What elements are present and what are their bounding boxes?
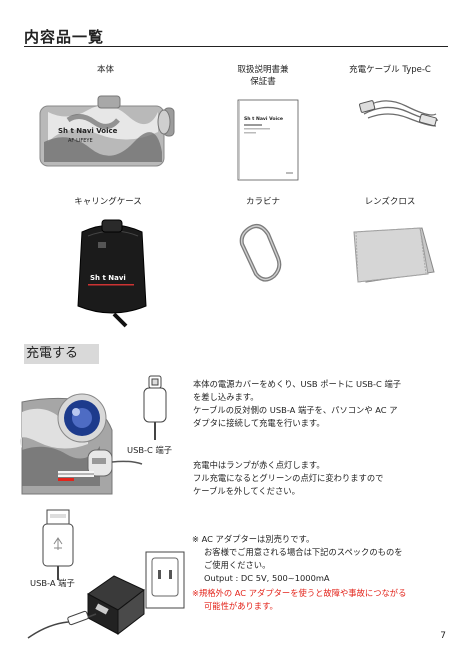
usb-cable-image [359, 100, 439, 127]
lamp-text-line: ケーブルを外してください。 [193, 486, 300, 496]
caption-cloth: レンズクロス [364, 197, 416, 207]
caption-unit: 本体 [96, 65, 114, 75]
section-heading-charging: 充電する [24, 344, 99, 364]
lamp-text-line: フル充電になるとグリーンの点灯に変わりますので [193, 473, 384, 483]
charging-text-line: ダプタに接続して充電を行います。 [193, 418, 325, 428]
charging-device-illustration [20, 393, 143, 495]
usb-c-connector-image [143, 375, 167, 440]
ac-adapter-illustration [27, 551, 185, 639]
usb-a-connector-image [42, 509, 74, 580]
caption-carabiner: カラビナ [245, 197, 280, 207]
unit-model: AF-LIFEYE [68, 138, 93, 144]
page-title: 内容品一覧 [24, 28, 105, 46]
charging-instructions: 本体の電源カバーをめくり、USB ポートに USB-C 端子 を差し込みます。 … [193, 378, 455, 430]
unit-brand: Sh t Navi Voice [58, 127, 118, 135]
rangefinder-image: Sh t Navi Voice AF-LIFEYE [39, 95, 175, 167]
carabiner-image [239, 224, 282, 282]
lamp-instructions: 充電中はランプが赤く点灯します。 フル充電になるとグリーンの点灯に変わりますので… [193, 459, 455, 498]
adapter-note: ※ AC アダプターは別売りです。 お客様でご用意される場合は下記のスペックのも… [192, 533, 457, 585]
label-usba: USB-A 端子 [30, 578, 75, 588]
caption-case: キャリングケース [74, 197, 142, 207]
lamp-text-line: 充電中はランプが赤く点灯します。 [193, 460, 325, 470]
caption-manual: 取扱説明書兼 保証書 [218, 64, 308, 88]
warning-note-line: 可能性があります。 [204, 601, 278, 611]
page-number: 7 [440, 631, 446, 641]
warning-note-line: ※規格外の AC アダプターを使うと故障や事故につながる [192, 588, 407, 598]
caption-manual-line1: 取扱説明書兼 [237, 65, 289, 75]
warning-note: ※規格外の AC アダプターを使うと故障や事故につながる 可能性があります。 [192, 587, 457, 613]
case-brand: Sh t Navi [90, 274, 126, 282]
adapter-note-line: お客様でご用意される場合は下記のスペックのものを [204, 547, 403, 557]
manual-image: Sh t Navi Voice [237, 99, 299, 181]
charging-text-line: 本体の電源カバーをめくり、USB ポートに USB-C 端子 [193, 379, 402, 389]
lens-cloth-image [353, 227, 435, 283]
charging-text-line: を差し込みます。 [193, 392, 259, 402]
caption-cable: 充電ケーブル Type-C [349, 65, 431, 75]
carrying-case-image: Sh t Navi [77, 219, 147, 328]
label-usbc: USB-C 端子 [127, 445, 173, 455]
adapter-spec: Output : DC 5V, 500~1000mA [204, 573, 330, 583]
charging-text-line: ケーブルの反対側の USB-A 端子を、パソコンや AC ア [193, 405, 398, 415]
title-underline [24, 46, 448, 47]
manual-brand: Sh t Navi Voice [244, 116, 283, 122]
adapter-note-line: ご使用ください。 [204, 560, 271, 570]
caption-manual-line2: 保証書 [250, 77, 276, 87]
adapter-note-line: ※ AC アダプターは別売りです。 [192, 534, 315, 544]
